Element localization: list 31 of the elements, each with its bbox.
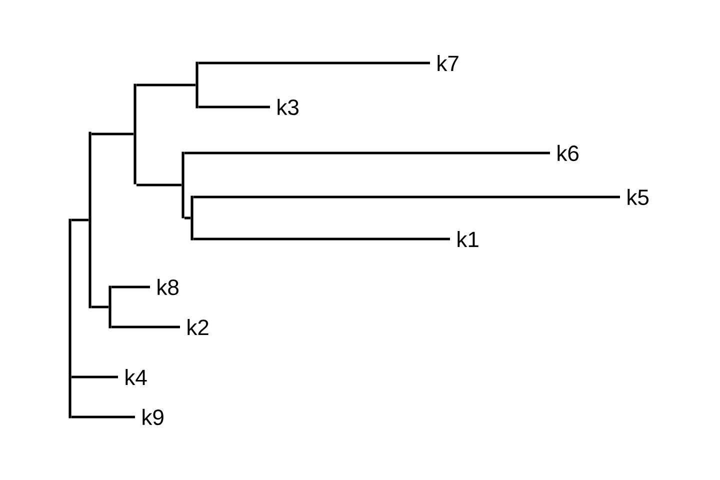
tree-branch: [184, 152, 550, 154]
leaf-label: k6: [558, 144, 578, 162]
tree-branch: [72, 376, 118, 378]
tree-branch: [184, 216, 190, 220]
tree-branch: [92, 132, 134, 136]
tree-branch: [198, 106, 270, 108]
tree-branch: [72, 218, 88, 222]
leaf-label: k9: [142, 408, 164, 426]
tree-branch: [198, 62, 430, 64]
tree-branch: [112, 286, 150, 288]
tree-branch: [134, 84, 136, 184]
leaf-label: k2: [188, 319, 208, 335]
tree-branch: [72, 416, 135, 418]
tree-branch: [182, 152, 184, 218]
leaf-label: k3: [278, 98, 298, 116]
tree-branch: [108, 286, 112, 328]
leaf-label: k8: [158, 278, 178, 296]
tree-branch: [68, 218, 72, 418]
leaf-label: k4: [126, 369, 147, 385]
tree-branch: [112, 326, 180, 328]
tree-branch: [194, 238, 450, 240]
tree-branch: [92, 306, 108, 308]
leaf-label: k5: [628, 188, 649, 206]
leaf-label: k7: [438, 55, 458, 71]
leaf-label: k1: [458, 231, 478, 247]
tree-branch: [196, 62, 198, 108]
tree-branch: [190, 196, 194, 240]
tree-branch: [136, 184, 182, 186]
tree-branch: [88, 132, 92, 308]
tree-branch: [194, 196, 620, 198]
tree-branch: [136, 84, 196, 86]
